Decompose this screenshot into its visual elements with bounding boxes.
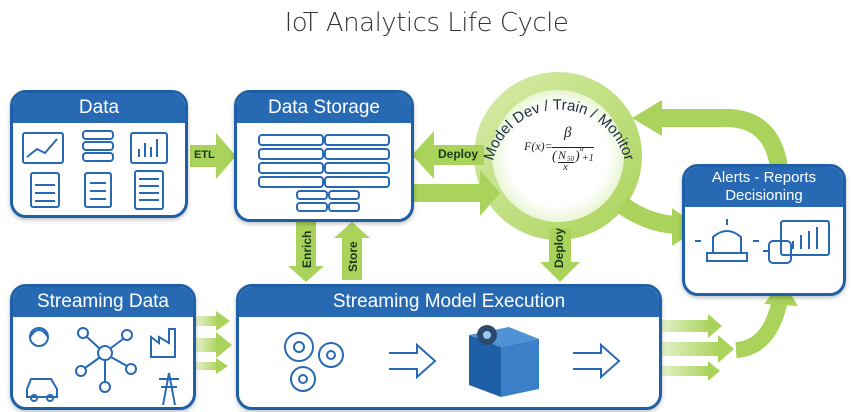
- deploy-left-label: Deploy: [438, 147, 479, 161]
- network-icon: [75, 327, 137, 393]
- person-icon: [29, 327, 49, 347]
- dashboard-icon: [763, 220, 830, 264]
- diagram-title: IoT Analytics Life Cycle: [284, 8, 569, 38]
- factory-icon: [150, 328, 176, 358]
- streaming-icons: [26, 327, 179, 406]
- data-storage-title: Data Storage: [237, 93, 411, 123]
- formula: F(x)= β ( N 50 x ) α +1: [524, 125, 594, 173]
- alerts-title-line2: Decisioning: [725, 187, 803, 204]
- formula-x: x: [563, 161, 568, 173]
- line-chart-icon: [22, 132, 64, 164]
- storage-to-ring-arrow: [412, 184, 482, 202]
- data-panel-title: Data: [13, 93, 185, 123]
- data-cube-icon: [469, 325, 539, 397]
- data-storage-panel: Data Storage: [234, 90, 414, 222]
- alerts-panel: Alerts - Reports Decisioning: [682, 164, 846, 296]
- etl-label: ETL: [194, 149, 215, 161]
- formula-n: N: [558, 148, 567, 162]
- enrich-arrow-shape: [296, 222, 316, 270]
- model-icons: [284, 325, 621, 397]
- streaming-data-panel: Streaming Data: [10, 284, 196, 410]
- calculator-icon: [30, 172, 60, 208]
- deploy-down-label: Deploy: [552, 227, 566, 268]
- streaming-input-arrows: [196, 311, 232, 374]
- store-arrow-shape: [342, 234, 362, 280]
- alarm-light-icon: [695, 219, 759, 262]
- car-icon: [26, 378, 58, 402]
- gears-icon: [284, 332, 344, 392]
- alerts-title-line1: Alerts - Reports: [711, 169, 817, 186]
- data-panel: Data: [10, 90, 188, 218]
- storage-icon: [258, 134, 390, 212]
- power-tower-icon: [159, 372, 179, 406]
- arrow-right-icon: [389, 342, 437, 380]
- data-icons: [22, 130, 168, 210]
- streaming-data-title: Streaming Data: [13, 287, 193, 317]
- formula-plus: +1: [582, 153, 594, 164]
- spreadsheet-icon: [134, 170, 164, 210]
- alerts-header: Alerts - Reports Decisioning: [685, 167, 843, 207]
- store-label: Store: [346, 241, 360, 272]
- streaming-model-title: Streaming Model Execution: [239, 287, 659, 317]
- enrich-label: Enrich: [300, 230, 314, 268]
- streaming-model-panel: Streaming Model Execution: [236, 284, 662, 410]
- formula-lhs: F(x)=: [524, 139, 553, 153]
- formula-numerator: β: [564, 125, 572, 141]
- alerts-icons: [695, 219, 830, 264]
- etl-arrow-shape: [190, 145, 218, 167]
- bar-chart-icon: [130, 132, 168, 164]
- formula-exp: α: [580, 145, 584, 153]
- formula-sub: 50: [567, 155, 574, 163]
- document-icon: [84, 172, 112, 208]
- database-icon: [82, 130, 114, 162]
- arrow-right-icon-2: [573, 342, 621, 380]
- deploy-down-arrow-shape: [549, 228, 571, 266]
